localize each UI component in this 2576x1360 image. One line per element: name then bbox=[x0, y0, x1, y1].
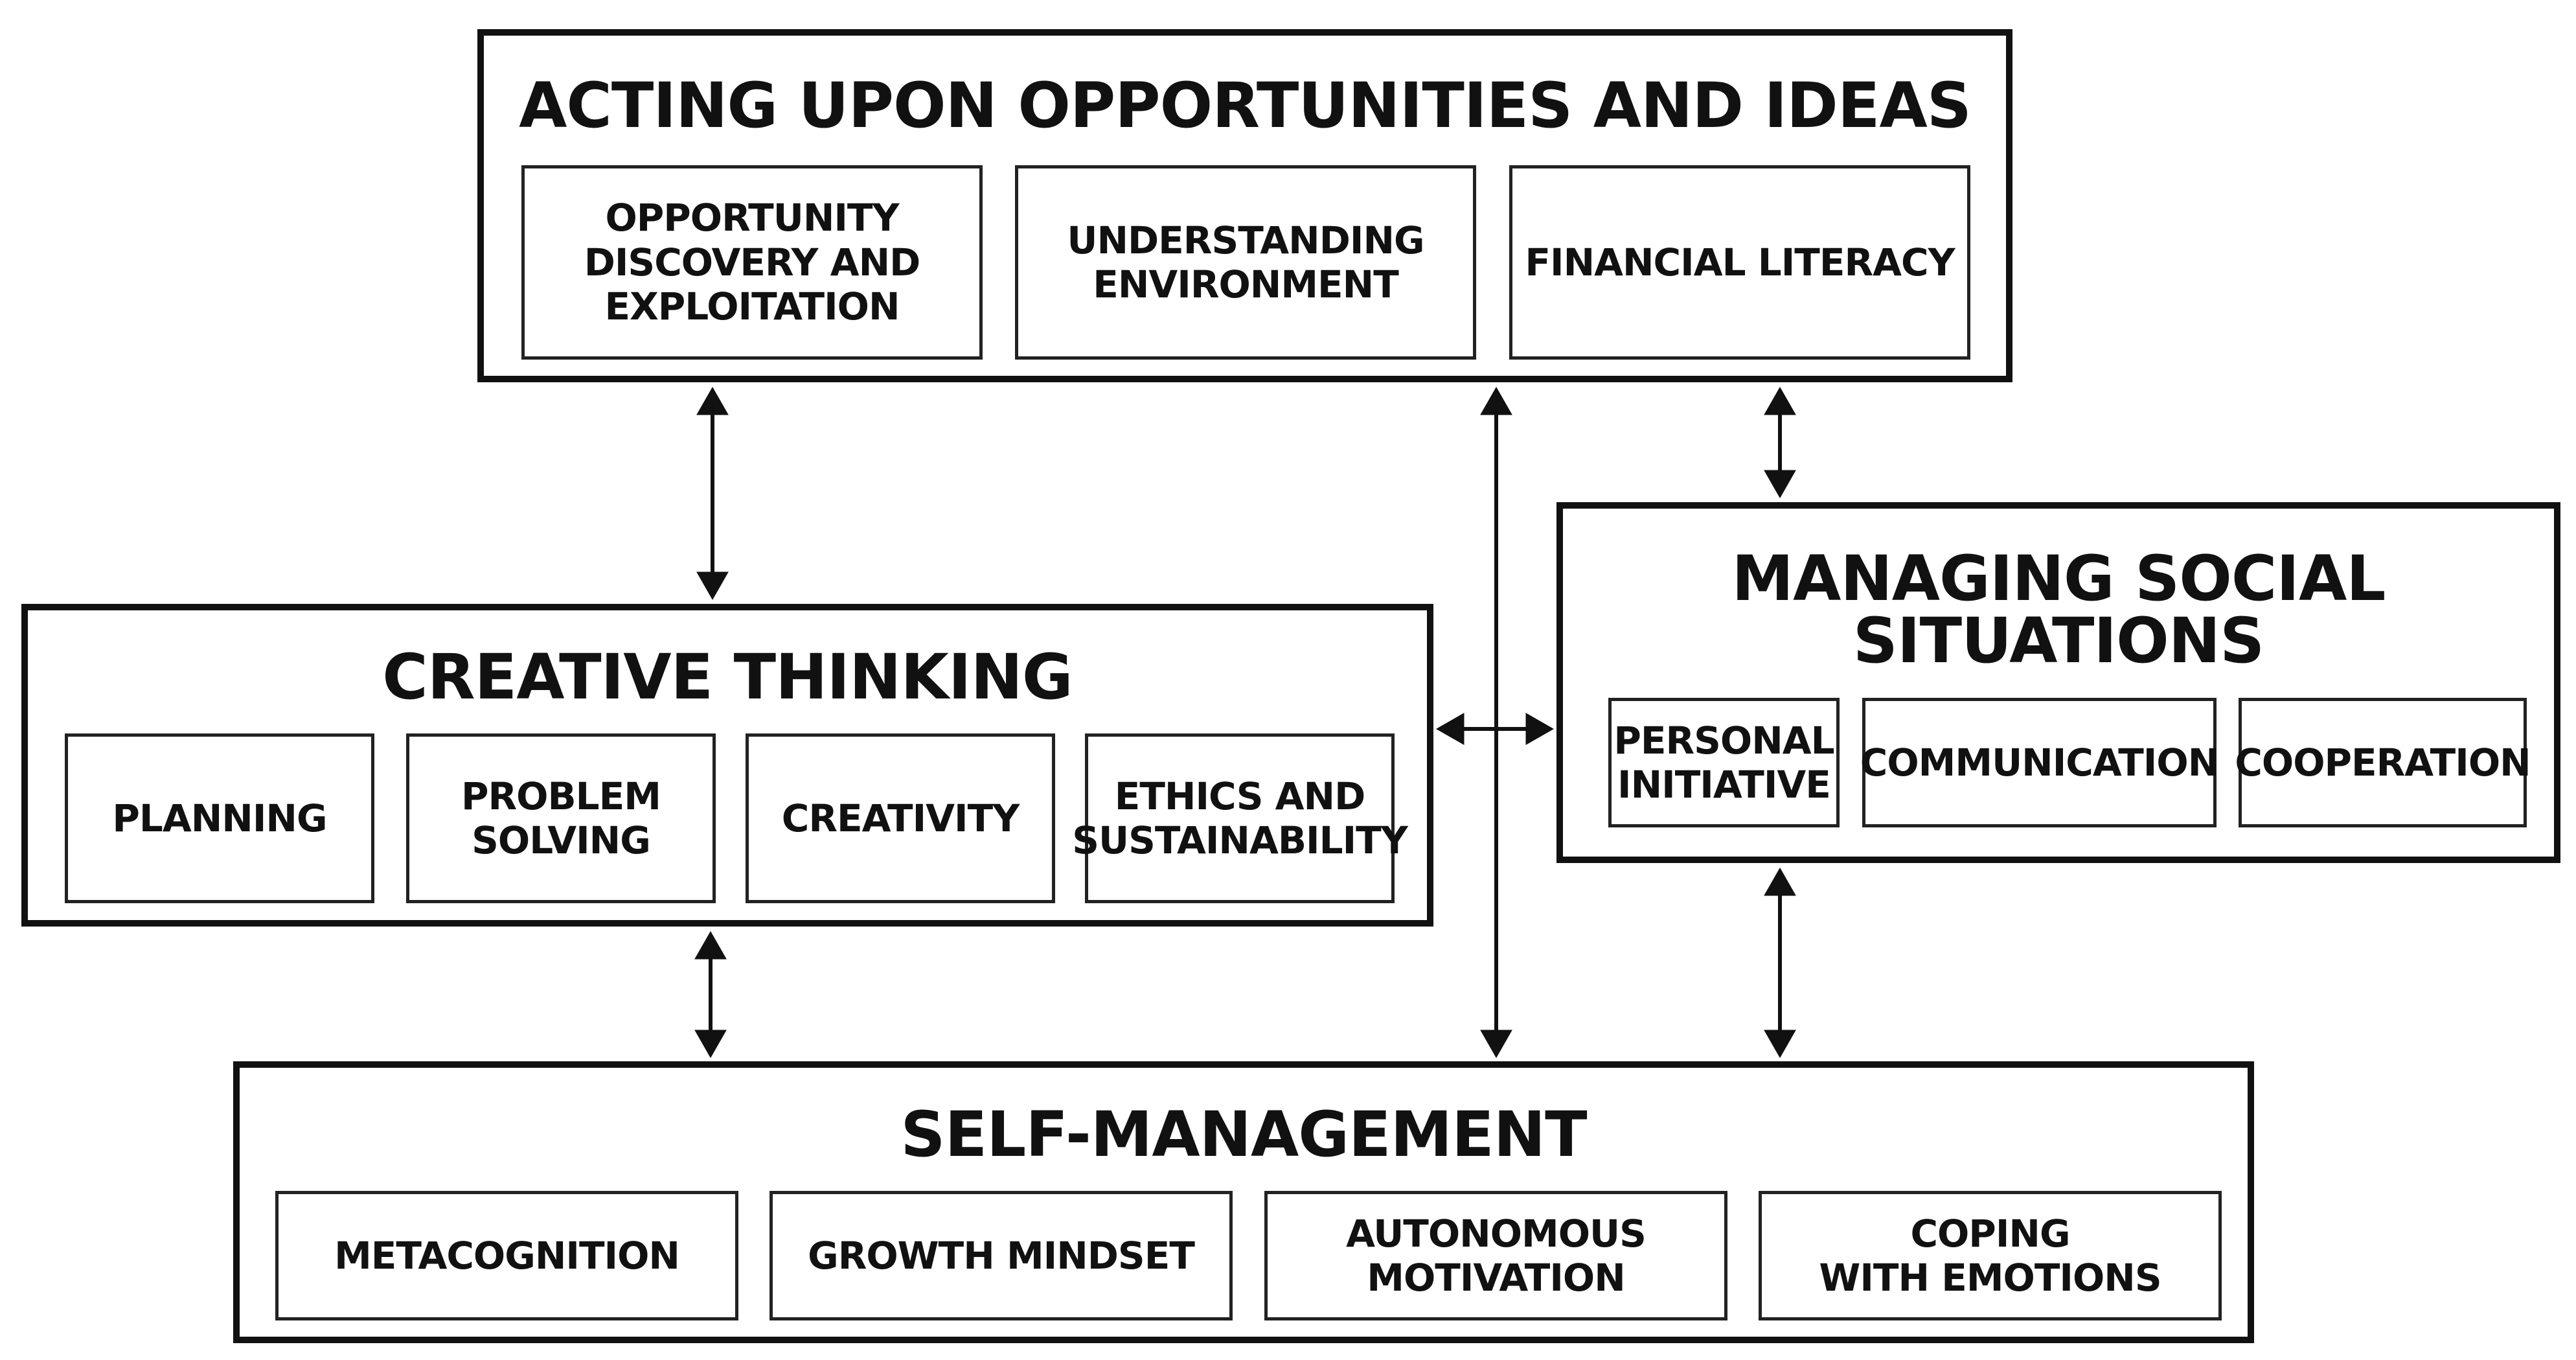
box-ethics-and-sustainability: ETHICS AND SUSTAINABILITY bbox=[1072, 733, 1408, 903]
box-autonomous-motivation: AUTONOMOUS MOTIVATION bbox=[1264, 1191, 1727, 1320]
box-problem-solving: PROBLEM SOLVING bbox=[406, 733, 716, 903]
group-creative-thinking: CREATIVE THINKING PLANNING PROBLEM SOLVI… bbox=[21, 604, 1433, 927]
box-creativity: CREATIVITY bbox=[746, 733, 1055, 903]
arrowhead-acting-self-top bbox=[1480, 386, 1512, 415]
box-cooperation: COOPERATION bbox=[2235, 698, 2531, 827]
group-title-social: MANAGING SOCIAL SITUATIONS bbox=[1731, 542, 2386, 677]
arrowhead-social-self-bottom bbox=[1764, 1030, 1796, 1059]
arrowhead-creative-social-right bbox=[1525, 713, 1555, 745]
box-opportunity-discovery: OPPORTUNITY DISCOVERY AND EXPLOITATION bbox=[521, 165, 983, 360]
arrowhead-creative-self-top bbox=[694, 930, 727, 960]
arrowhead-acting-social-top bbox=[1764, 386, 1796, 415]
box-communication: COMMUNICATION bbox=[1860, 698, 2219, 827]
box-coping-with-emotions: COPING WITH EMOTIONS bbox=[1759, 1191, 2222, 1320]
group-self-management: SELF-MANAGEMENT METACOGNITION GROWTH MIN… bbox=[233, 1061, 2254, 1343]
group-title-acting: ACTING UPON OPPORTUNITIES AND IDEAS bbox=[519, 69, 1972, 142]
group-title-creative: CREATIVE THINKING bbox=[382, 641, 1073, 713]
box-growth-mindset: GROWTH MINDSET bbox=[769, 1191, 1233, 1320]
box-metacognition: METACOGNITION bbox=[275, 1191, 738, 1320]
group-acting-upon-opportunities: ACTING UPON OPPORTUNITIES AND IDEAS OPPO… bbox=[477, 29, 2012, 382]
group-managing-social-situations: MANAGING SOCIAL SITUATIONS PERSONAL INIT… bbox=[1556, 502, 2560, 863]
box-financial-literacy: FINANCIAL LITERACY bbox=[1509, 165, 1970, 360]
box-planning: PLANNING bbox=[65, 733, 374, 903]
arrowhead-acting-self-bottom bbox=[1480, 1030, 1512, 1059]
arrowhead-acting-social-bottom bbox=[1764, 470, 1796, 499]
box-personal-initiative: PERSONAL INITIATIVE bbox=[1608, 698, 1840, 827]
arrowhead-creative-self-bottom bbox=[694, 1030, 727, 1059]
arrowhead-acting-creative-bottom bbox=[696, 571, 729, 601]
box-understanding-environment: UNDERSTANDING ENVIRONMENT bbox=[1015, 165, 1476, 360]
group-title-self: SELF-MANAGEMENT bbox=[900, 1098, 1587, 1171]
arrowhead-creative-social-left bbox=[1435, 713, 1465, 745]
arrowhead-social-self-top bbox=[1764, 867, 1796, 896]
arrowhead-acting-creative-top bbox=[696, 386, 729, 415]
